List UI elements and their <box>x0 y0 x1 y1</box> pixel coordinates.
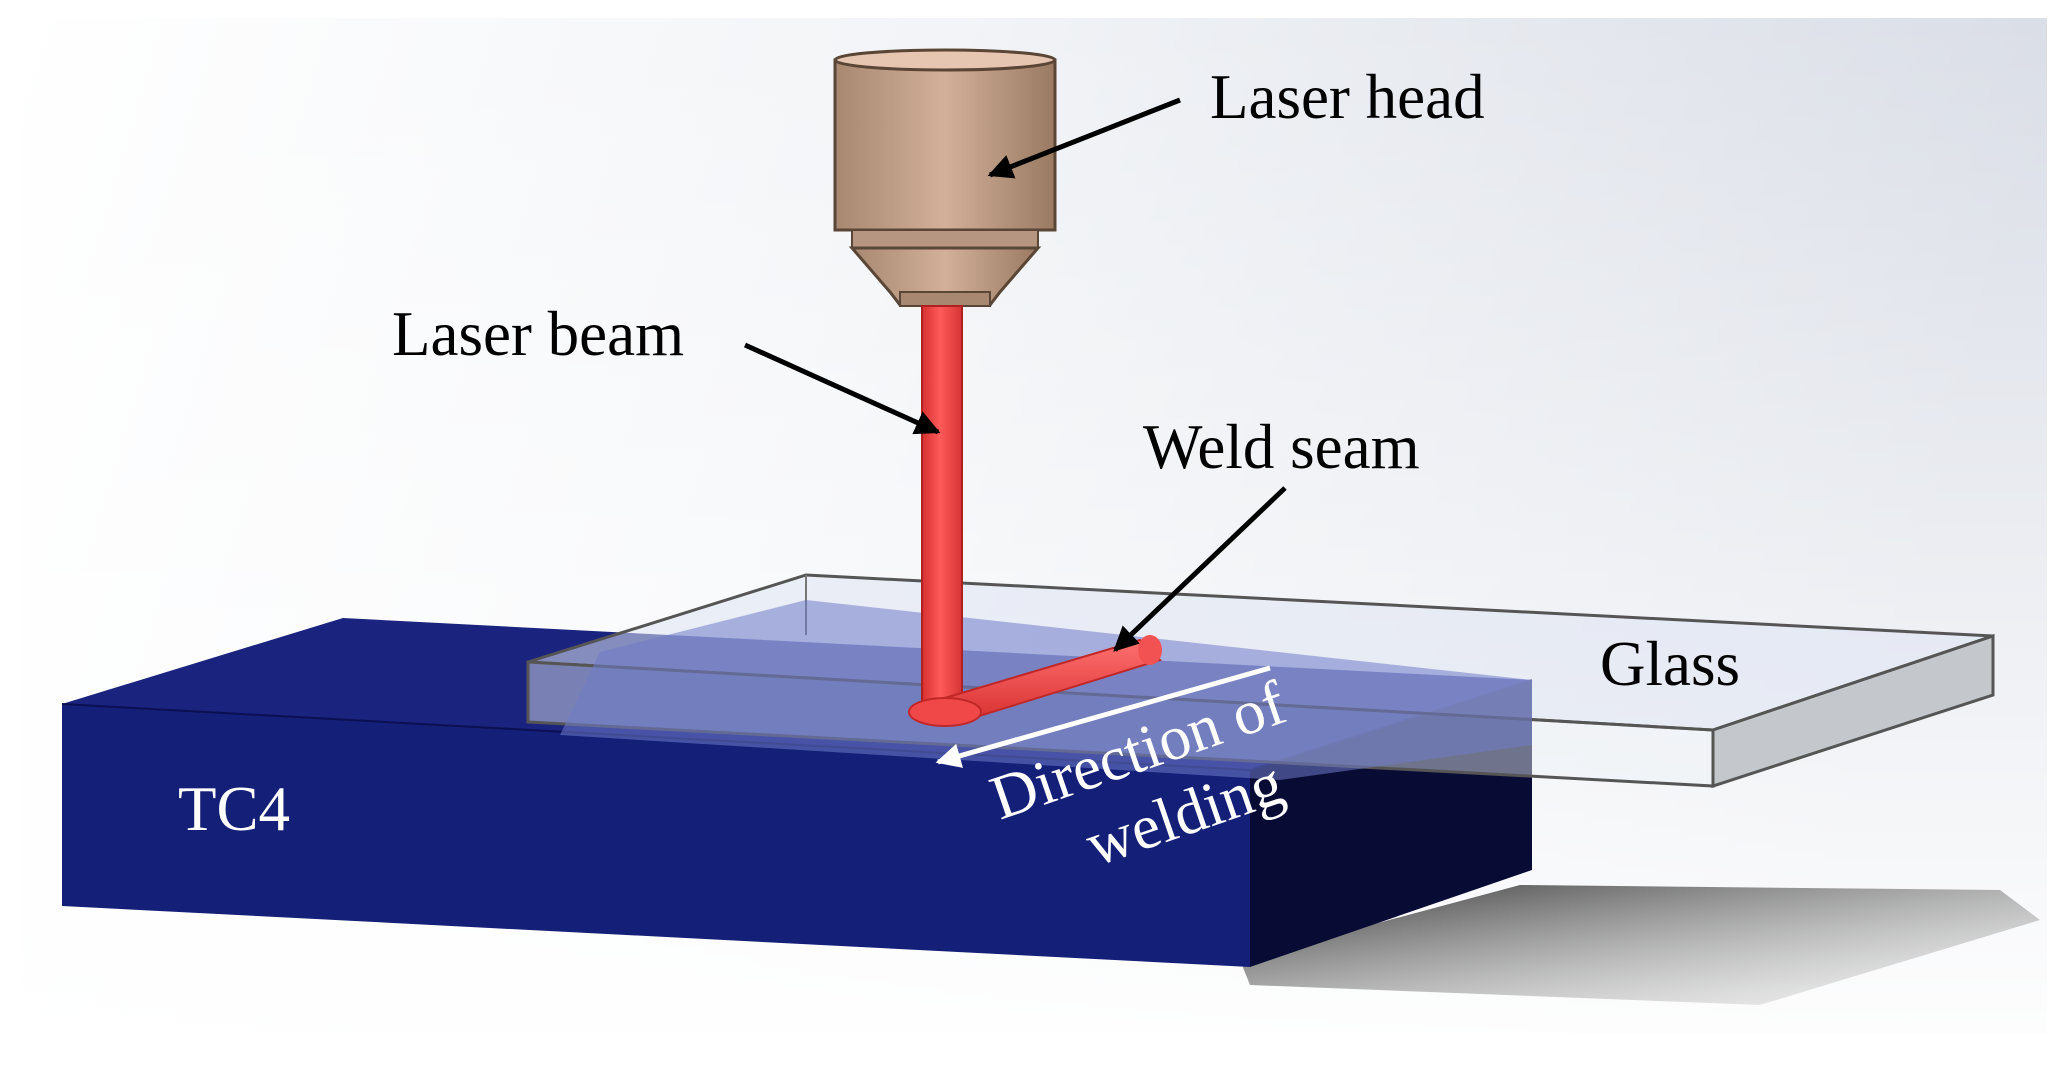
laser-head-label: Laser head <box>1210 62 1485 132</box>
weld-seam-label: Weld seam <box>1143 412 1420 482</box>
laser-head-tip <box>899 291 991 307</box>
tc4-label: TC4 <box>178 774 290 844</box>
glass-side-face <box>1711 633 1995 789</box>
weld-seam <box>908 635 1162 727</box>
weld-seam-arrow <box>1113 486 1287 652</box>
laser-head-cap <box>833 48 1057 72</box>
laser-head-ring <box>851 229 1039 249</box>
laser-head-body <box>833 58 1057 232</box>
laser-beam <box>921 305 963 711</box>
direction-arrow <box>935 665 1271 768</box>
laser-head-arrow <box>987 97 1181 179</box>
block-shadow <box>1240 885 2040 1005</box>
glass-label: Glass <box>1600 629 1740 699</box>
laser-head <box>833 48 1057 307</box>
tc4-front-face <box>62 704 1250 967</box>
laser-beam-label: Laser beam <box>392 299 684 369</box>
laser-beam-arrow <box>743 342 941 435</box>
weld-pool <box>908 697 982 727</box>
weld-seam-end <box>1138 635 1162 665</box>
